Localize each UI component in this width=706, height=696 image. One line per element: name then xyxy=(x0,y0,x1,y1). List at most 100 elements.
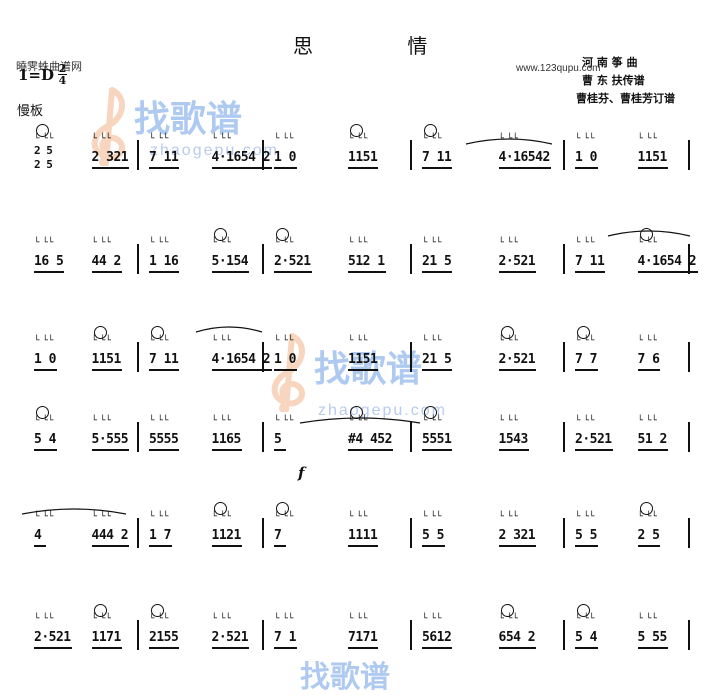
technique-mark-icon: └ └└ xyxy=(422,134,442,144)
note-group: 1151 xyxy=(348,150,378,165)
barline xyxy=(410,140,412,170)
beam-underline xyxy=(575,449,613,451)
beam-underline xyxy=(34,449,57,451)
site-url-watermark: www.123qupu.com xyxy=(516,63,601,74)
technique-mark-icon: └ └└ xyxy=(91,416,111,426)
beam-underline xyxy=(422,647,452,649)
beam-underline xyxy=(91,545,129,547)
technique-mark-icon: └ └└ xyxy=(637,512,657,522)
note-group: 1151 xyxy=(348,352,378,367)
note-group: 5555 xyxy=(149,432,179,447)
beam-underline xyxy=(498,647,536,649)
beam-underline xyxy=(34,271,64,273)
technique-mark-icon: └ └└ xyxy=(274,614,294,624)
watermark-brand: 找歌谱 xyxy=(300,660,390,695)
technique-circle-icon xyxy=(213,228,227,241)
technique-circle-icon xyxy=(93,326,107,339)
credit-transmitter: 曹 东 扶传谱 xyxy=(582,74,645,87)
beam-underline xyxy=(274,449,286,451)
technique-circle-icon xyxy=(500,326,514,339)
note-group: 21 5 xyxy=(422,352,452,367)
technique-mark-icon: └ └└ xyxy=(149,134,169,144)
barline xyxy=(688,140,690,170)
note-group: 7171 xyxy=(348,630,378,645)
note-group: 1 16 xyxy=(149,254,179,269)
technique-mark-icon: └ └└ xyxy=(422,614,442,624)
beam-underline xyxy=(149,369,179,371)
technique-mark-icon: └ └└ xyxy=(422,336,442,346)
note-group: 7 11 xyxy=(149,150,179,165)
technique-mark-icon: └ └└ xyxy=(34,512,54,522)
note-group: 4 xyxy=(34,528,42,543)
note-group: 1 7 xyxy=(149,528,171,543)
technique-mark-icon: └ └└ xyxy=(91,512,111,522)
technique-mark-icon: └ └└ xyxy=(637,134,657,144)
chord-note: 2 5 xyxy=(34,158,53,171)
technique-circle-icon xyxy=(213,502,227,515)
beam-underline xyxy=(149,167,179,169)
note-group: 1165 xyxy=(211,432,242,447)
barline xyxy=(688,422,690,452)
note-group: 1 0 xyxy=(34,352,56,367)
note-group: 1171 xyxy=(91,630,122,645)
technique-mark-icon: └ └└ xyxy=(348,614,368,624)
technique-circle-icon xyxy=(36,124,49,137)
technique-circle-icon xyxy=(424,406,437,419)
beam-underline xyxy=(637,545,660,547)
note-group: 7 6 xyxy=(637,352,660,367)
beam-underline xyxy=(498,545,536,547)
barline xyxy=(137,244,139,274)
beam-underline xyxy=(211,369,272,371)
barline xyxy=(563,518,565,548)
technique-mark-icon: └ └└ xyxy=(637,336,657,346)
technique-mark-icon: └ └└ xyxy=(149,336,169,346)
meter-divider xyxy=(58,74,67,75)
beam-underline xyxy=(637,369,660,371)
beam-underline xyxy=(274,369,297,371)
technique-mark-icon: └ └└ xyxy=(274,336,294,346)
beam-underline xyxy=(422,545,445,547)
note-group: 7 11 xyxy=(422,150,452,165)
technique-mark-icon: └ └└ xyxy=(34,238,54,248)
note-group: 1 0 xyxy=(575,150,597,165)
technique-mark-icon: └ └└ xyxy=(575,134,595,144)
beam-underline xyxy=(348,271,386,273)
beam-underline xyxy=(34,369,57,371)
technique-mark-icon: └ └└ xyxy=(91,134,111,144)
dynamic-forte: f xyxy=(298,464,305,482)
note-group: 2 321 xyxy=(498,528,536,543)
note-group: 1151 xyxy=(637,150,668,165)
technique-mark-icon: └ └└ xyxy=(575,512,595,522)
technique-mark-icon: └ └└ xyxy=(274,416,294,426)
technique-mark-icon: └ └└ xyxy=(274,238,294,248)
site-name-watermark: 曉霁蛛曲谱网 xyxy=(16,60,82,73)
technique-mark-icon: └ └└ xyxy=(348,416,368,426)
key-signature: 1=D xyxy=(18,66,55,84)
beam-underline xyxy=(348,369,378,371)
beam-underline xyxy=(422,369,452,371)
barline xyxy=(410,422,412,452)
barline xyxy=(137,342,139,372)
beam-underline xyxy=(91,647,122,649)
beam-underline xyxy=(274,271,312,273)
time-signature: 2 4 xyxy=(58,63,67,86)
note-group: 21 5 xyxy=(422,254,452,269)
barline xyxy=(262,620,264,650)
technique-mark-icon: └ └└ xyxy=(498,416,518,426)
note-group: 654 2 xyxy=(498,630,536,645)
beam-underline xyxy=(274,545,286,547)
beam-underline xyxy=(91,369,122,371)
barline xyxy=(563,620,565,650)
technique-mark-icon: └ └└ xyxy=(211,512,231,522)
barline xyxy=(688,342,690,372)
barline xyxy=(137,422,139,452)
technique-mark-icon: └ └└ xyxy=(149,416,169,426)
beam-underline xyxy=(274,167,297,169)
note-group: 2 5 xyxy=(637,528,660,543)
barline xyxy=(688,518,690,548)
technique-mark-icon: └ └└ xyxy=(637,416,657,426)
beam-underline xyxy=(149,271,179,273)
note-group: 5 5 xyxy=(575,528,597,543)
technique-mark-icon: └ └└ xyxy=(211,134,231,144)
note-group: 5551 xyxy=(422,432,452,447)
